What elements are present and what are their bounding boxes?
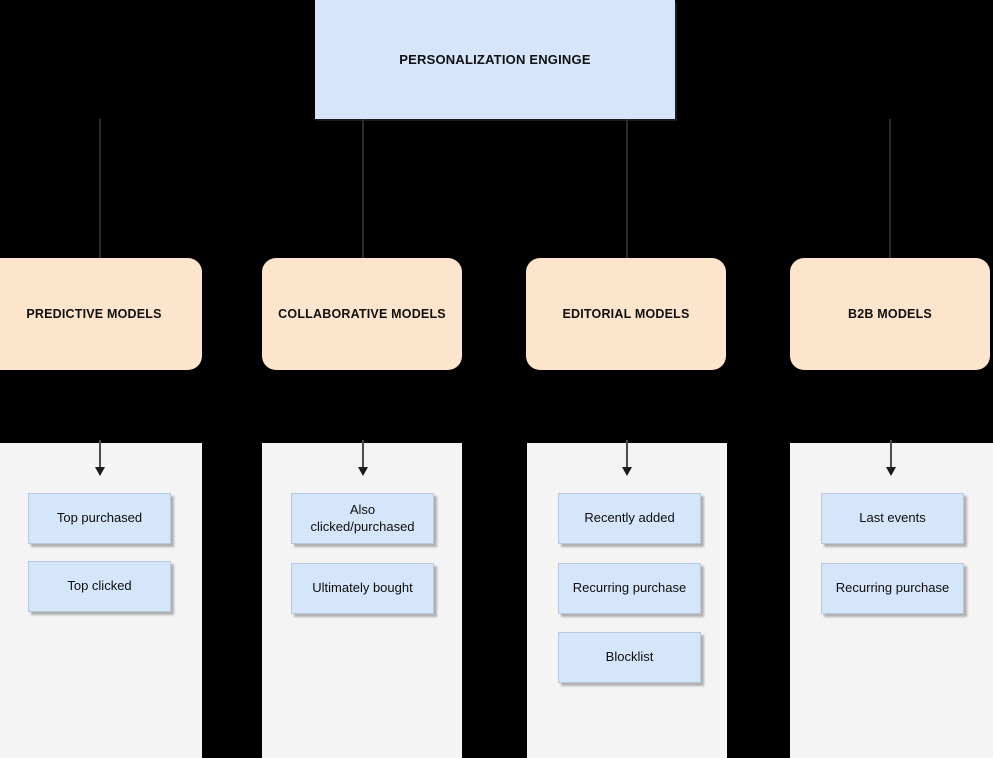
connector-engine-to-collaborative bbox=[362, 119, 364, 258]
arrow-predictive-models bbox=[93, 440, 107, 476]
arrow-collaborative-models bbox=[356, 440, 370, 476]
item-label: Blocklist bbox=[605, 649, 654, 665]
node-editorial-models[interactable]: EDITORIAL MODELS bbox=[526, 258, 726, 370]
node-predictive-models[interactable]: PREDICTIVE MODELS bbox=[0, 258, 202, 370]
item-label: Last events bbox=[859, 510, 926, 526]
b2b-models-label: B2B MODELS bbox=[848, 307, 932, 321]
personalization-engine-label: PERSONALIZATION ENGINGE bbox=[399, 52, 591, 67]
item-recently-added[interactable]: Recently added bbox=[558, 493, 701, 544]
item-recurring-purchase-b2b[interactable]: Recurring purchase bbox=[821, 563, 964, 614]
item-label: Top clicked bbox=[67, 578, 132, 594]
item-label: Also clicked/purchased bbox=[310, 501, 415, 534]
item-label: Recurring purchase bbox=[835, 580, 950, 596]
connector-engine-to-b2b bbox=[889, 119, 891, 258]
item-top-clicked[interactable]: Top clicked bbox=[28, 561, 171, 612]
node-collaborative-models[interactable]: COLLABORATIVE MODELS bbox=[262, 258, 462, 370]
node-personalization-engine[interactable]: PERSONALIZATION ENGINGE bbox=[315, 0, 675, 119]
arrow-b2b-models bbox=[884, 440, 898, 476]
item-last-events[interactable]: Last events bbox=[821, 493, 964, 544]
item-label: Recently added bbox=[584, 510, 675, 526]
editorial-models-label: EDITORIAL MODELS bbox=[562, 307, 690, 321]
predictive-models-label: PREDICTIVE MODELS bbox=[26, 307, 162, 321]
collaborative-models-label: COLLABORATIVE MODELS bbox=[278, 307, 446, 321]
item-top-purchased[interactable]: Top purchased bbox=[28, 493, 171, 544]
connector-engine-to-editorial bbox=[626, 119, 628, 258]
node-b2b-models[interactable]: B2B MODELS bbox=[790, 258, 990, 370]
item-label: Top purchased bbox=[56, 510, 143, 526]
item-also-clicked-purchased[interactable]: Also clicked/purchased bbox=[291, 493, 434, 544]
connector-engine-to-predictive bbox=[99, 119, 101, 258]
arrow-editorial-models bbox=[620, 440, 634, 476]
item-label: Ultimately bought bbox=[312, 580, 413, 596]
item-blocklist[interactable]: Blocklist bbox=[558, 632, 701, 683]
item-recurring-purchase-editorial[interactable]: Recurring purchase bbox=[558, 563, 701, 614]
item-ultimately-bought[interactable]: Ultimately bought bbox=[291, 563, 434, 614]
item-label: Recurring purchase bbox=[572, 580, 687, 596]
